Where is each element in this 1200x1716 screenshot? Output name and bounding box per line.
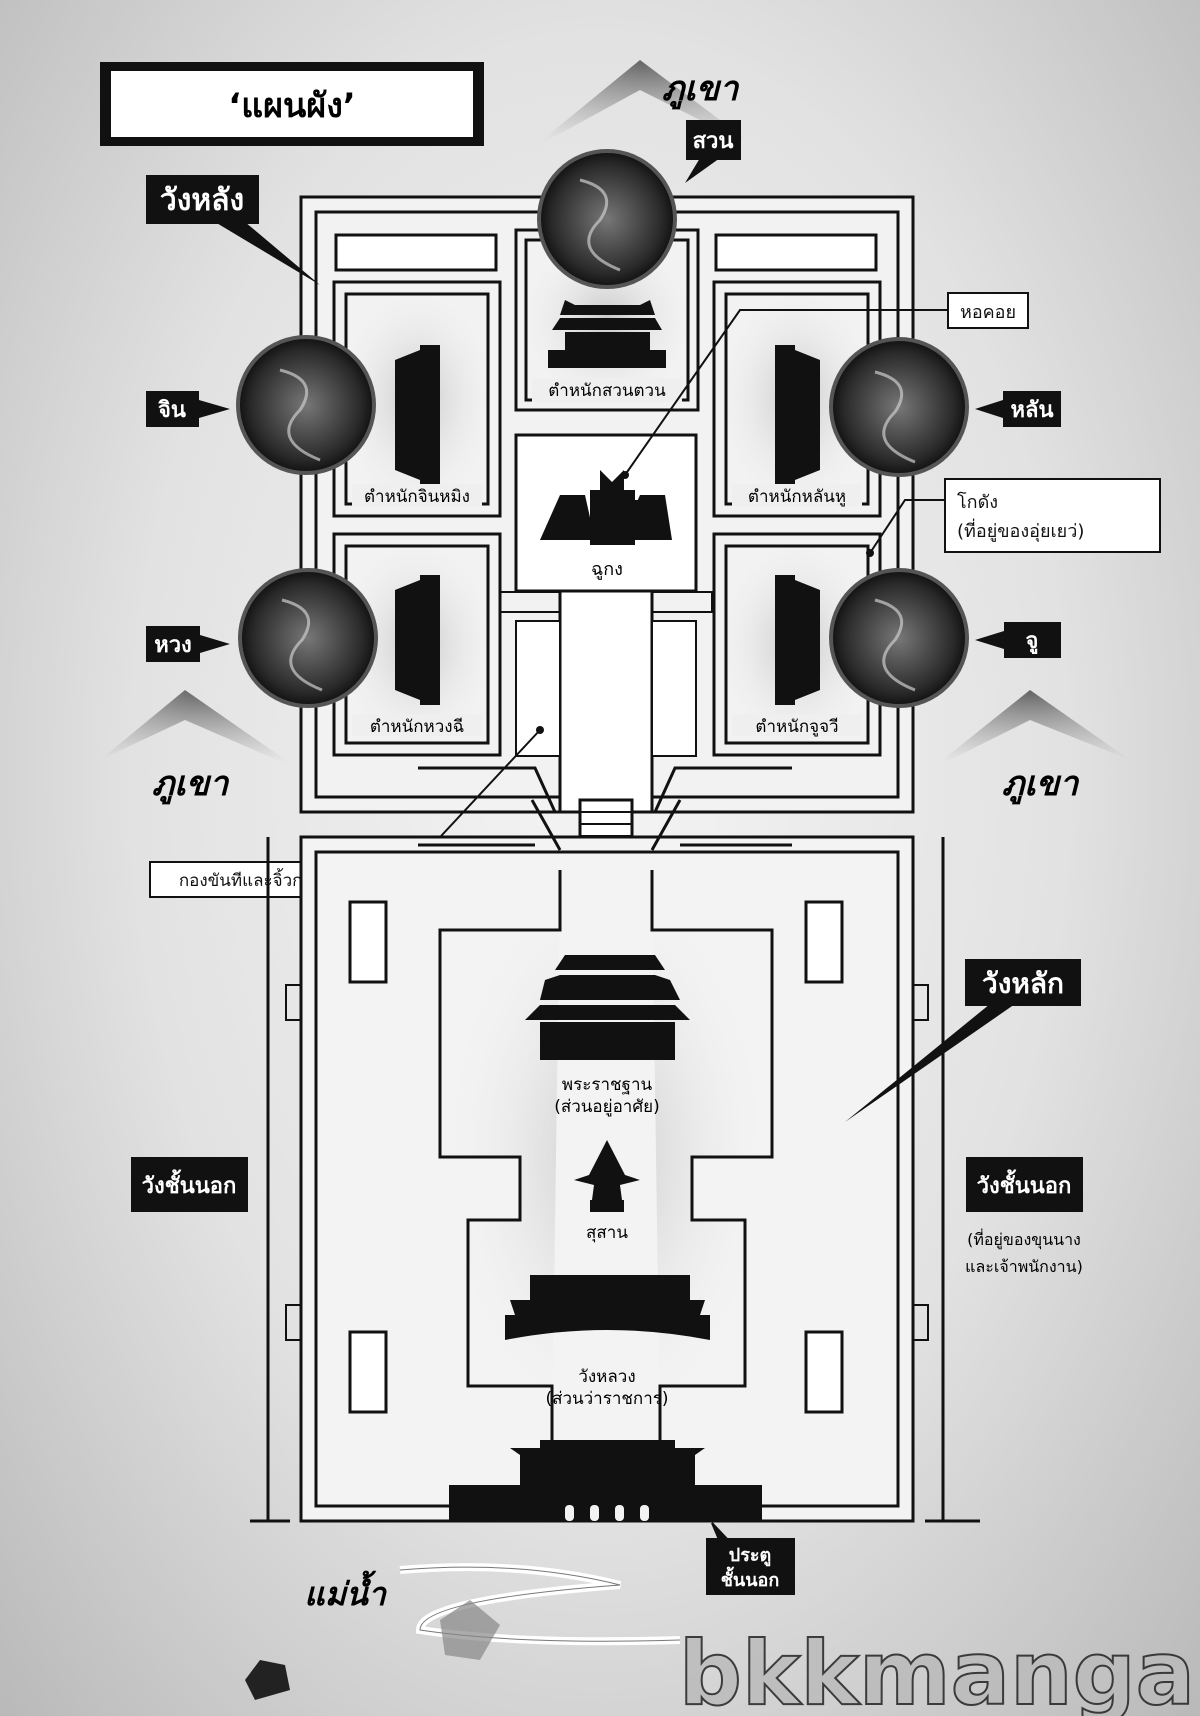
- callout-lan: หลัน: [975, 391, 1061, 427]
- royal-palace-hall-icon: [505, 1275, 710, 1340]
- residence-sublabel: (ส่วนอยู่อาศัย): [554, 1097, 660, 1117]
- watermark: bkkmanga: [679, 1622, 1195, 1716]
- outer-palace-label-right: วังชั้นนอก: [966, 1157, 1083, 1212]
- callout-suan: สวน: [685, 120, 741, 183]
- mountain-right: [930, 690, 1130, 770]
- callout-tower: หอคอย: [621, 292, 1029, 479]
- mountain-left: [100, 690, 300, 770]
- svg-text:จิน: จิน: [158, 398, 186, 423]
- main-palace-label: วังหลัก: [845, 959, 1081, 1122]
- outer-gate-callout: ประตู ชั้นนอก: [706, 1522, 795, 1595]
- callout-warehouse: โกดัง (ที่อยู่ของอุ่ยเยว่): [866, 478, 1161, 557]
- svg-text:วังหลัง: วังหลัง: [160, 183, 244, 218]
- building-huangqi-icon: [395, 575, 440, 705]
- mountain-label-right: ภูเขา: [1002, 764, 1080, 805]
- tower-pagoda-icon: [540, 470, 672, 545]
- svg-text:วังหลัก: วังหลัก: [982, 967, 1064, 1000]
- callout-jin: จิน: [146, 391, 230, 427]
- svg-text:(ที่อยู่ของอุ่ยเยว่): (ที่อยู่ของอุ่ยเยว่): [957, 518, 1084, 542]
- svg-text:กองขันทีและจิ้วกวาน: กองขันทีและจิ้วกวาน: [179, 868, 334, 891]
- mountain-label-left: ภูเขา: [152, 764, 230, 805]
- outer-palace-label-left: วังชั้นนอก: [131, 1157, 248, 1212]
- river: [245, 1563, 681, 1700]
- residence-label-jinming: ตำหนักจินหมิง: [364, 487, 470, 507]
- svg-text:โกดัง: โกดัง: [957, 491, 998, 513]
- royal-palace-label: วังหลวง: [578, 1367, 635, 1387]
- svg-text:หวง: หวง: [154, 633, 192, 658]
- river-label: แม่น้ำ: [304, 1570, 388, 1613]
- residence-label-lanhu: ตำหนักหลันหู: [748, 487, 846, 507]
- svg-text:วังชั้นนอก: วังชั้นนอก: [977, 1169, 1072, 1199]
- svg-text:หอคอย: หอคอย: [960, 302, 1016, 323]
- svg-text:หลัน: หลัน: [1010, 398, 1053, 423]
- residence-label-suanduan: ตำหนักสวนตวน: [548, 381, 666, 401]
- center-label-chugong: ฉูกง: [591, 559, 623, 580]
- mausoleum-pagoda-icon: [574, 1140, 640, 1212]
- residence-hall-icon: [525, 955, 690, 1060]
- dragon-emblem-right-bottom-icon: [829, 568, 969, 708]
- svg-text:จู: จู: [1026, 629, 1039, 655]
- residence-label-huangqi: ตำหนักหวงฉี: [370, 717, 464, 737]
- building-lanhu-icon: [775, 345, 820, 485]
- dragon-emblem-left-top-icon: [236, 335, 376, 475]
- residence-label: พระราชฐาน: [562, 1075, 653, 1095]
- mountain-top: [530, 60, 760, 150]
- svg-text:ชั้นนอก: ชั้นนอก: [721, 1566, 780, 1591]
- mountain-label-top: ภูเขา: [662, 69, 740, 110]
- outer-palace-note-line1: (ที่อยู่ของขุนนาง: [967, 1228, 1081, 1250]
- outer-palace-note-line2: และเจ้าพนักงาน): [965, 1257, 1083, 1276]
- callout-zhu: จู: [975, 622, 1061, 658]
- residence-label-zhuju: ตำหนักจูจวี: [755, 717, 838, 737]
- callout-huang: หวง: [146, 626, 230, 662]
- rear-palace-label: วังหลัง: [146, 175, 320, 285]
- map-title: ‘แผนผัง’: [228, 86, 355, 126]
- building-jinming-icon: [395, 345, 440, 485]
- royal-palace-sublabel: (ส่วนว่าราชการ): [545, 1389, 668, 1409]
- title-box: ‘แผนผัง’: [100, 62, 484, 146]
- svg-text:ประตู: ประตู: [729, 1545, 771, 1567]
- svg-text:วังชั้นนอก: วังชั้นนอก: [142, 1169, 237, 1199]
- dragon-emblem-left-bottom-icon: [238, 568, 378, 708]
- mausoleum-label: สุสาน: [586, 1223, 628, 1243]
- dragon-emblem-top-icon: [537, 149, 677, 289]
- building-suanduan-icon: [548, 300, 666, 368]
- svg-text:สวน: สวน: [693, 129, 734, 154]
- building-zhuju-icon: [775, 575, 820, 705]
- outer-gate-building-icon: [449, 1440, 762, 1521]
